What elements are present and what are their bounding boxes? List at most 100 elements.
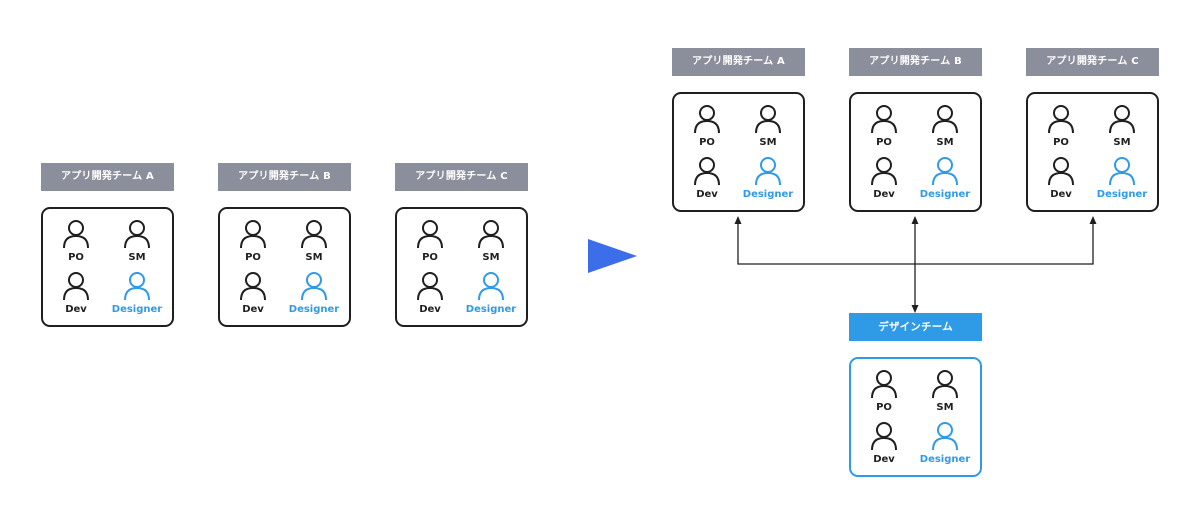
person-icon: [871, 157, 897, 186]
after-team-a: アプリ開発チーム A PO SM Dev Designer: [672, 48, 805, 212]
member-designer: Designer: [283, 271, 345, 316]
team-label: アプリ開発チーム B: [218, 163, 351, 191]
member-name: PO: [1053, 137, 1069, 148]
person-icon: [478, 272, 504, 301]
person-icon: [1109, 157, 1135, 186]
member-sm: SM: [1091, 104, 1153, 149]
member-name: Designer: [111, 304, 163, 315]
team-box: PO SM Dev Designer: [41, 207, 174, 327]
member-dev: Dev: [853, 156, 915, 201]
person-icon: [417, 272, 443, 301]
person-icon: [240, 220, 266, 249]
member-name: Designer: [919, 454, 971, 465]
member-name: Designer: [288, 304, 340, 315]
team-label: アプリ開発チーム C: [1026, 48, 1159, 76]
member-po: PO: [45, 219, 107, 264]
member-name: Dev: [1050, 189, 1072, 200]
member-name: Dev: [873, 189, 895, 200]
member-dev: Dev: [399, 271, 461, 316]
person-icon: [932, 422, 958, 451]
member-po: PO: [222, 219, 284, 264]
person-icon: [755, 105, 781, 134]
member-dev: Dev: [1030, 156, 1092, 201]
member-name: PO: [245, 252, 261, 263]
person-icon: [932, 157, 958, 186]
member-name: SM: [305, 252, 323, 263]
member-name: PO: [699, 137, 715, 148]
team-box: PO SM Dev Designer: [218, 207, 351, 327]
member-dev: Dev: [45, 271, 107, 316]
team-box: PO SM Dev Designer: [849, 92, 982, 212]
member-sm: SM: [460, 219, 522, 264]
team-box: PO SM Dev Designer: [1026, 92, 1159, 212]
person-icon: [871, 422, 897, 451]
member-designer: Designer: [737, 156, 799, 201]
member-name: SM: [482, 252, 500, 263]
person-icon: [1048, 105, 1074, 134]
member-name: SM: [759, 137, 777, 148]
member-dev: Dev: [853, 421, 915, 466]
person-icon: [301, 220, 327, 249]
team-label: アプリ開発チーム B: [849, 48, 982, 76]
person-icon: [871, 370, 897, 399]
member-sm: SM: [914, 369, 976, 414]
member-po: PO: [853, 104, 915, 149]
person-icon: [755, 157, 781, 186]
after-team-b: アプリ開発チーム B PO SM Dev Designer: [849, 48, 982, 212]
right-triangle-icon: [588, 239, 637, 273]
member-name: PO: [876, 402, 892, 413]
member-name: PO: [876, 137, 892, 148]
member-name: Dev: [873, 454, 895, 465]
team-box: PO SM Dev Designer: [849, 357, 982, 477]
before-team-a: アプリ開発チーム A PO SM Dev Designer: [41, 163, 174, 327]
member-po: PO: [399, 219, 461, 264]
team-label: デザインチーム: [849, 313, 982, 341]
team-label: アプリ開発チーム A: [672, 48, 805, 76]
person-icon: [417, 220, 443, 249]
member-dev: Dev: [676, 156, 738, 201]
design-team: デザインチーム PO SM Dev Designer: [849, 313, 982, 477]
person-icon: [240, 272, 266, 301]
person-icon: [871, 105, 897, 134]
person-icon: [694, 105, 720, 134]
member-sm: SM: [914, 104, 976, 149]
person-icon: [478, 220, 504, 249]
member-designer: Designer: [1091, 156, 1153, 201]
person-icon: [301, 272, 327, 301]
member-sm: SM: [737, 104, 799, 149]
team-label: アプリ開発チーム C: [395, 163, 528, 191]
person-icon: [63, 272, 89, 301]
member-designer: Designer: [914, 421, 976, 466]
member-name: Dev: [419, 304, 441, 315]
member-sm: SM: [283, 219, 345, 264]
member-name: PO: [422, 252, 438, 263]
member-name: Dev: [696, 189, 718, 200]
member-name: SM: [1113, 137, 1131, 148]
member-designer: Designer: [914, 156, 976, 201]
member-name: Dev: [65, 304, 87, 315]
member-name: Designer: [742, 189, 794, 200]
team-box: PO SM Dev Designer: [395, 207, 528, 327]
person-icon: [1048, 157, 1074, 186]
member-name: Designer: [1096, 189, 1148, 200]
member-dev: Dev: [222, 271, 284, 316]
member-designer: Designer: [106, 271, 168, 316]
team-label: アプリ開発チーム A: [41, 163, 174, 191]
member-name: SM: [128, 252, 146, 263]
member-po: PO: [853, 369, 915, 414]
person-icon: [124, 272, 150, 301]
person-icon: [63, 220, 89, 249]
person-icon: [932, 370, 958, 399]
member-name: SM: [936, 402, 954, 413]
member-po: PO: [1030, 104, 1092, 149]
member-designer: Designer: [460, 271, 522, 316]
person-icon: [694, 157, 720, 186]
member-po: PO: [676, 104, 738, 149]
before-team-c: アプリ開発チーム C PO SM Dev Designer: [395, 163, 528, 327]
member-name: Designer: [465, 304, 517, 315]
member-name: Dev: [242, 304, 264, 315]
member-sm: SM: [106, 219, 168, 264]
person-icon: [124, 220, 150, 249]
before-team-b: アプリ開発チーム B PO SM Dev Designer: [218, 163, 351, 327]
